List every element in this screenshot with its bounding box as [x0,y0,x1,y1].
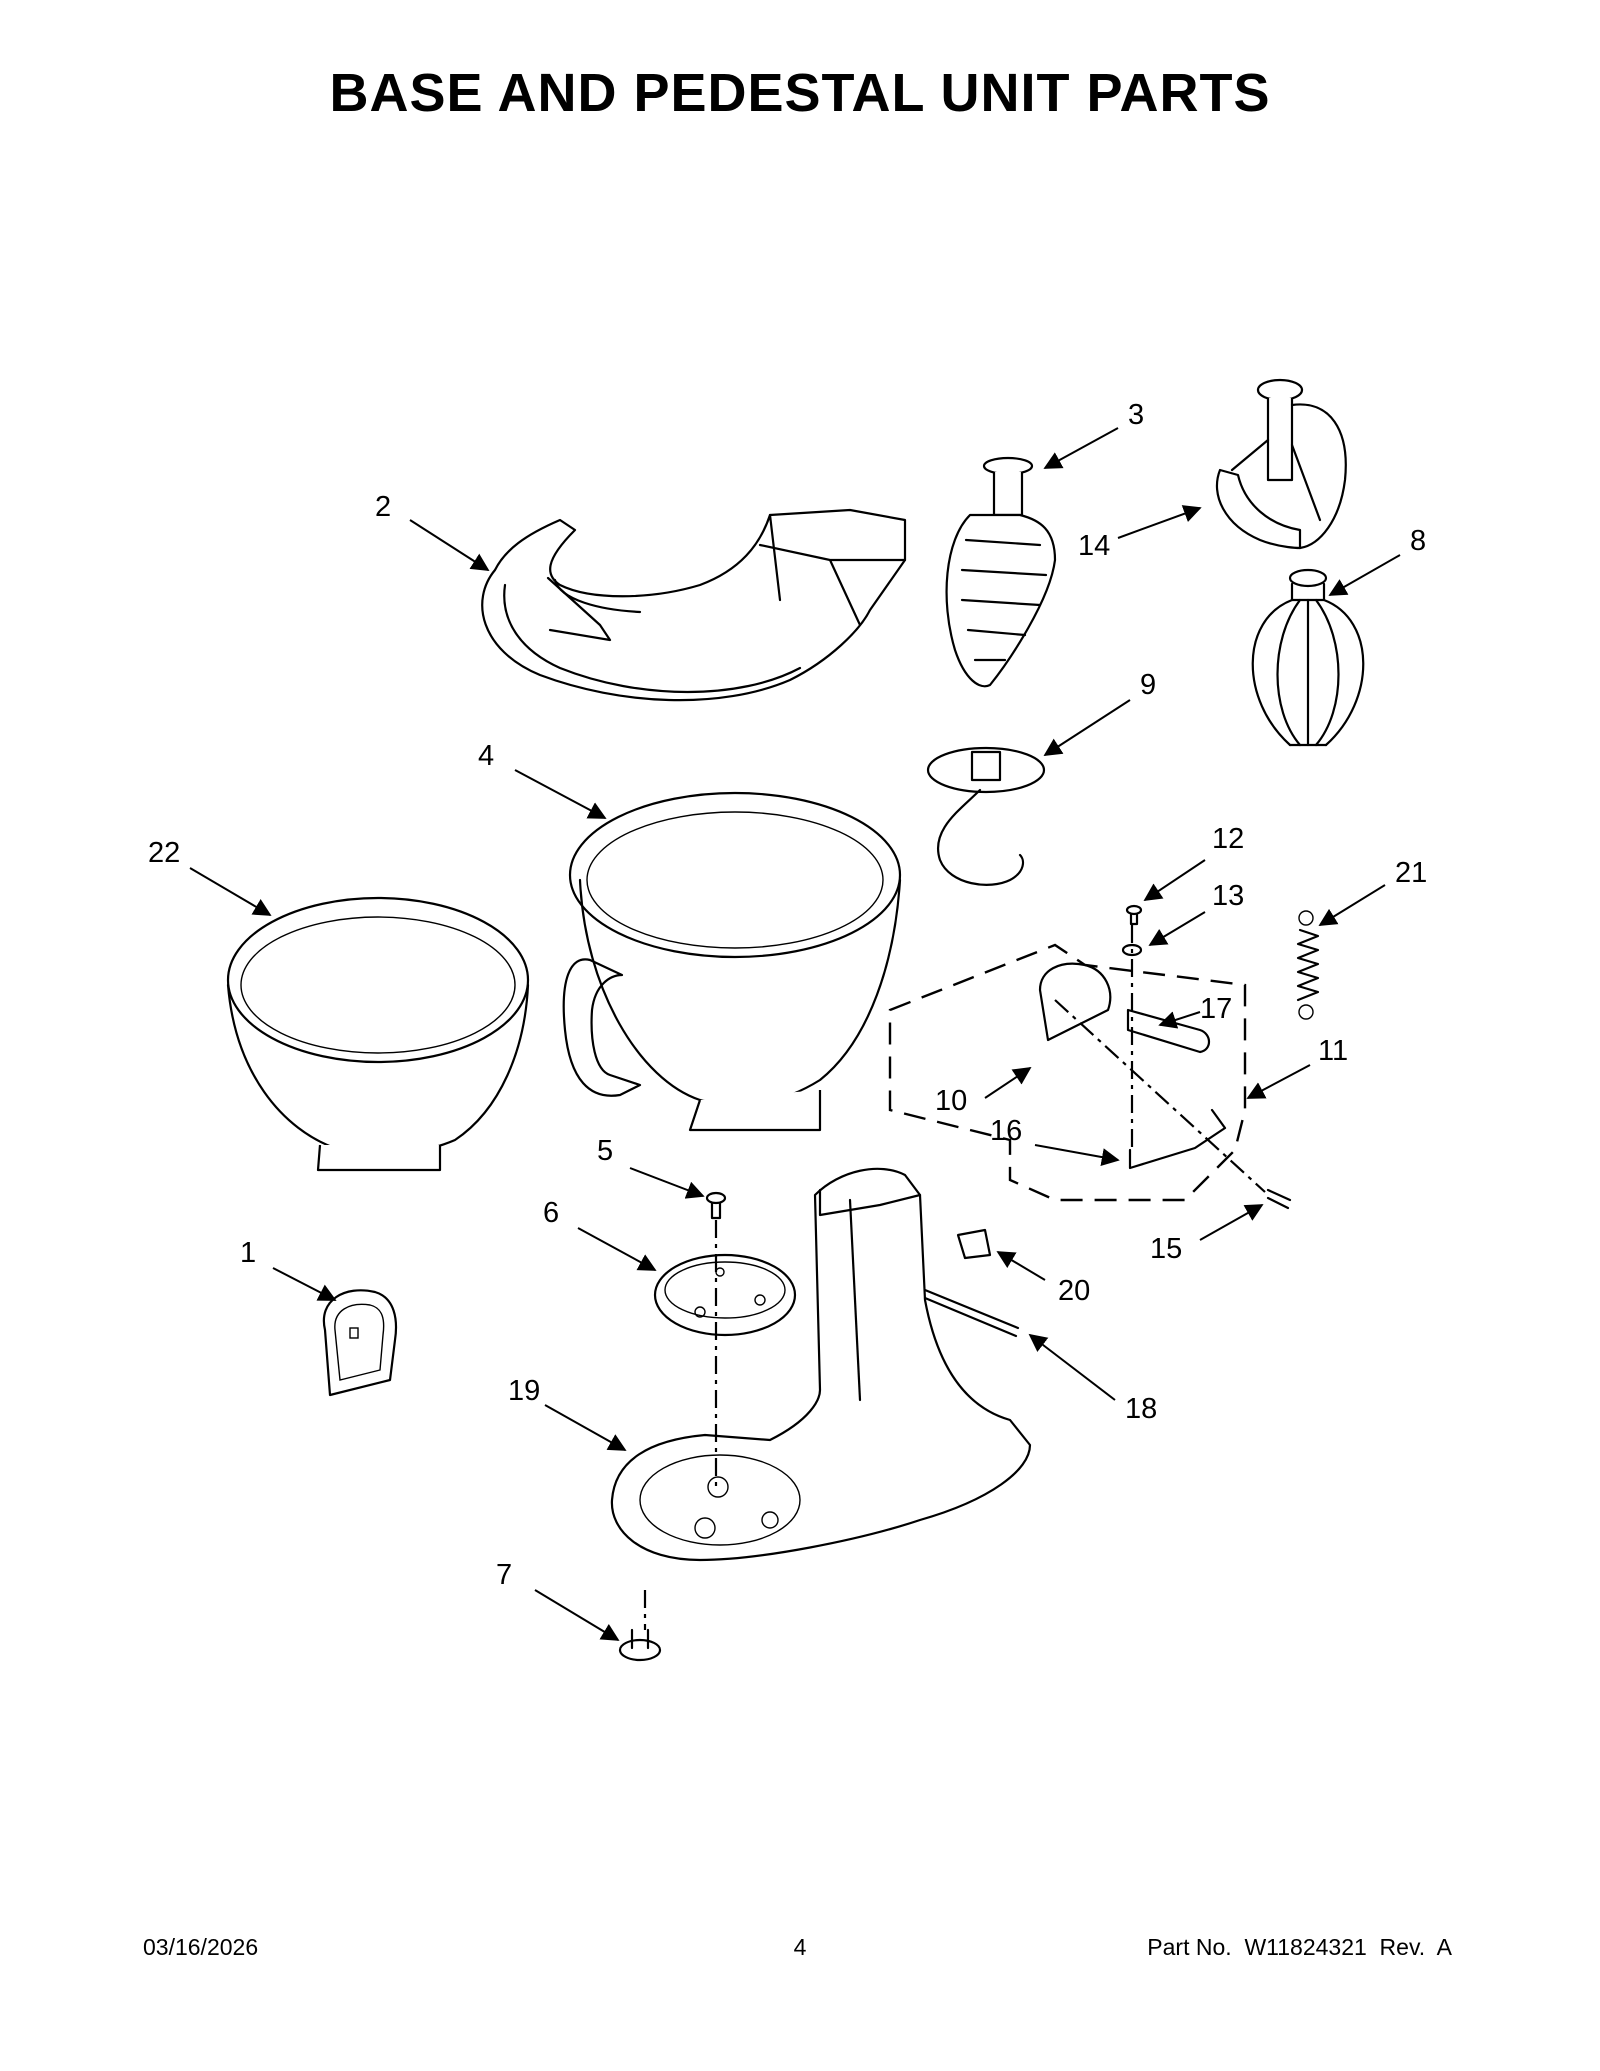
part-3-flat-beater [945,456,1057,688]
callout-1: 1 [240,1237,256,1269]
part-9-dough-hook [926,746,1046,886]
part-11-assembly-outline [888,943,1247,1202]
part-18-hinge-pin [923,1288,1020,1338]
callout-6: 6 [543,1197,559,1229]
callout-labels: 1 2 3 4 5 6 7 8 9 10 11 12 13 14 15 16 1… [148,399,1427,1591]
page-title: BASE AND PEDESTAL UNIT PARTS [329,63,1271,123]
callout-2: 2 [375,491,391,523]
part-16-rod [1128,1108,1227,1170]
leader-lines [189,427,1401,1641]
footer-part-number: Part No. W11824321 Rev. A [1147,1934,1452,1960]
part-17-lever [1126,1008,1211,1054]
callout-21: 21 [1395,857,1427,889]
callout-13: 13 [1212,880,1244,912]
callout-4: 4 [478,740,494,772]
callout-9: 9 [1140,669,1156,701]
callout-5: 5 [597,1135,613,1167]
part-8-wire-whip [1251,568,1365,747]
part-7-foot [618,1628,662,1662]
callout-20: 20 [1058,1275,1090,1307]
callout-16: 16 [990,1115,1022,1147]
callout-11: 11 [1318,1035,1348,1067]
callout-19: 19 [508,1375,540,1407]
callout-15: 15 [1150,1233,1182,1265]
callout-17: 17 [1200,993,1232,1025]
part-14-flex-edge-beater [1215,378,1347,550]
callout-7: 7 [496,1559,512,1591]
part-1-trim-badge [322,1289,398,1397]
assembly-axis-pin [1054,999,1266,1193]
part-21-spring [1296,910,1320,1020]
callout-10: 10 [935,1085,967,1117]
part-6-clamp-plate [653,1253,797,1337]
part-22-stainless-bowl [226,896,530,1172]
part-15-pin [1266,1188,1292,1210]
callout-8: 8 [1410,525,1426,557]
part-2-pouring-shield [481,508,907,702]
part-4-bowl-with-handle [562,791,902,1132]
callout-12: 12 [1212,823,1244,855]
callout-14: 14 [1078,530,1110,562]
footer-page-number: 4 [793,1934,807,1960]
callout-3: 3 [1128,399,1144,431]
part-10-latch [1038,962,1112,1042]
part-12-screw [1125,904,1143,926]
callout-18: 18 [1125,1393,1157,1425]
part-20-clip [956,1228,992,1260]
callout-22: 22 [148,837,180,869]
part-5-screw [705,1191,727,1220]
footer-date: 03/16/2026 [143,1934,259,1960]
part-19-pedestal-base [610,1167,1032,1562]
